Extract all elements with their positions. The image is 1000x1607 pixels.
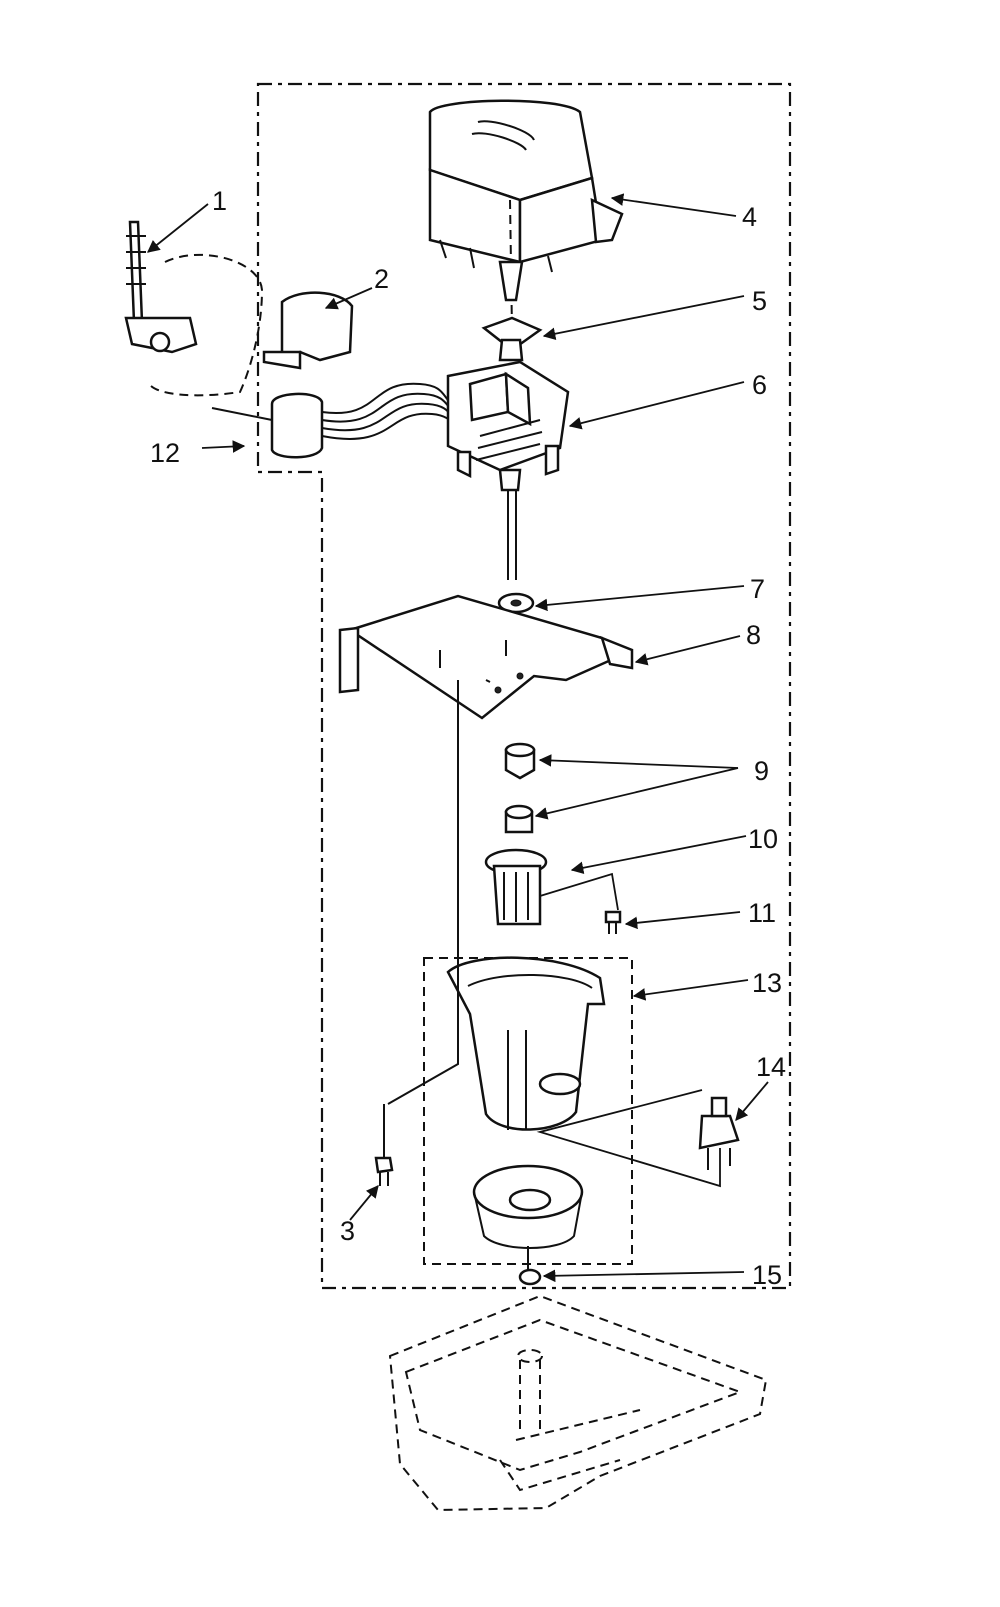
label-11: 11	[748, 898, 776, 928]
label-13: 13	[752, 968, 782, 998]
housing-part	[387, 680, 606, 1131]
motor-cover-part	[428, 99, 624, 331]
screw-11-part	[604, 910, 622, 934]
subassembly-boundary	[423, 957, 633, 1265]
label-4: 4	[742, 202, 757, 232]
drive-cam-part	[484, 848, 619, 926]
bushings-part	[504, 742, 536, 834]
label-12: 12	[150, 438, 180, 468]
bail-arm-part	[124, 220, 264, 397]
label-15: 15	[752, 1260, 782, 1290]
mounting-plate-part	[338, 594, 634, 720]
part-labels: 1 2 4 5 6 12 7 8 9 10 11 13 14 3 15	[150, 186, 786, 1290]
label-14: 14	[756, 1052, 786, 1082]
label-6: 6	[752, 370, 767, 400]
label-8: 8	[746, 620, 761, 650]
assembly-boundary	[256, 82, 792, 1290]
motor-part	[446, 360, 570, 580]
switch-part	[536, 1089, 740, 1188]
label-5: 5	[752, 286, 767, 316]
wire-harness	[211, 382, 469, 459]
label-2: 2	[374, 264, 389, 294]
nut-part	[518, 1268, 542, 1286]
label-3: 3	[340, 1216, 355, 1246]
auger-cup-part	[472, 1164, 584, 1272]
leader-lines	[147, 193, 769, 1283]
label-10: 10	[748, 824, 778, 854]
coupler-part	[481, 316, 543, 362]
label-1: 1	[212, 186, 227, 216]
label-9: 9	[754, 756, 769, 786]
ice-bucket	[388, 1294, 768, 1512]
label-7: 7	[750, 574, 765, 604]
clamp-part	[262, 291, 354, 370]
screw-3-part	[374, 1104, 394, 1186]
